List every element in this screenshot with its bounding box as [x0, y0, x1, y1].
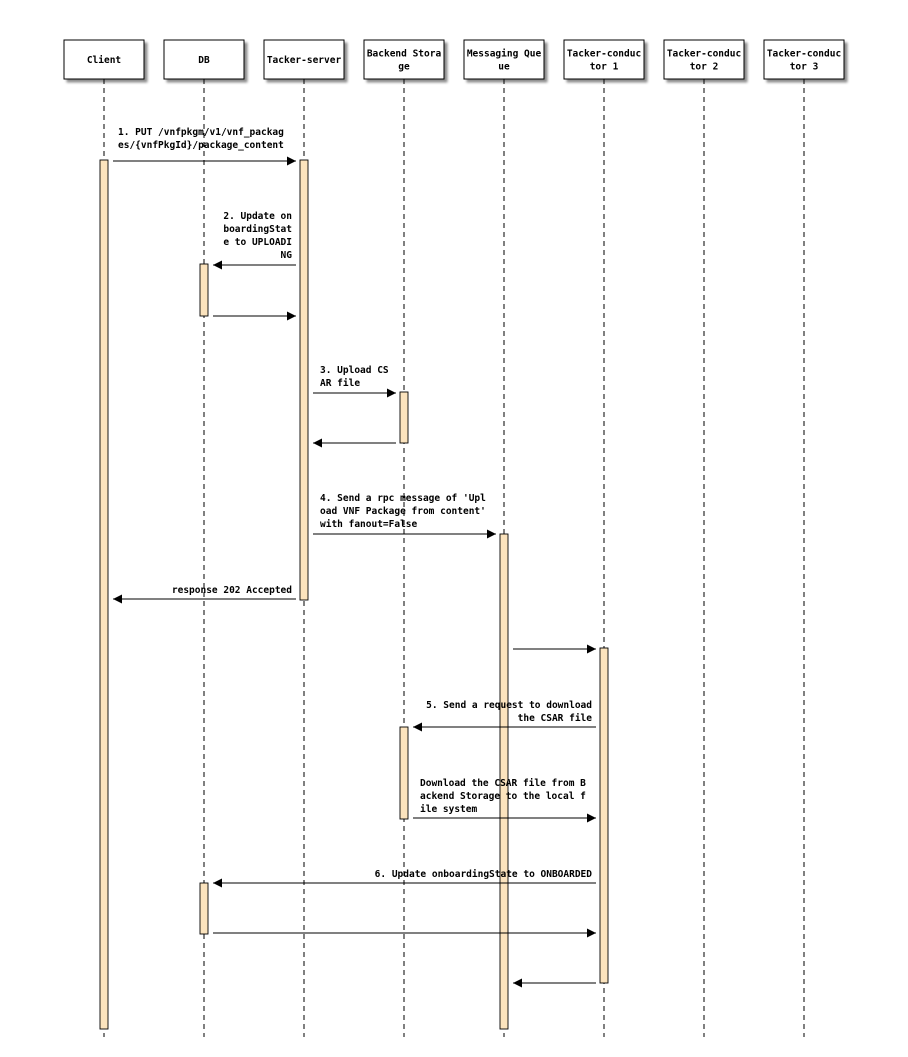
- participant-db: DB: [163, 39, 245, 80]
- message-label-line: e to UPLOADI: [223, 237, 292, 248]
- message-label-line: 1. PUT /vnfpkgm/v1/vnf_packag: [118, 127, 284, 138]
- message-label-line: oad VNF Package from content': [320, 506, 486, 517]
- message-label-line: 4. Send a rpc message of 'Upl: [320, 493, 486, 504]
- message-label-line: 6. Update onboardingState to ONBOARDED: [375, 869, 593, 880]
- activation-bar-db-3: [199, 263, 209, 317]
- message-label-line: ackend Storage to the local f: [420, 791, 586, 802]
- participant-box: [463, 39, 545, 80]
- participant-box: [363, 39, 445, 80]
- participant-client: Client: [63, 39, 145, 80]
- message-label-line: the CSAR file: [518, 713, 593, 724]
- participant-label-line: Client: [87, 55, 121, 66]
- participant-box: [263, 39, 345, 80]
- message-label-line: ile system: [420, 804, 477, 815]
- message-label-line: with fanout=False: [320, 519, 418, 530]
- activation-bar-messaging-queue-5: [499, 533, 509, 1030]
- participant-box: [63, 39, 145, 80]
- participant-box: [763, 39, 845, 80]
- message-label-line: Download the CSAR file from B: [420, 778, 586, 789]
- participants: Client DB Tacker-server Backend Stora ge Mess…: [63, 39, 845, 80]
- activation-bar-backend-storage-7: [399, 726, 409, 820]
- participant-label-line: tor 1: [590, 62, 619, 73]
- participant-label-line: ge: [398, 62, 410, 73]
- participant-label-line: Tacker-conduc: [767, 49, 841, 60]
- activation-bar-backend-storage-4: [399, 391, 409, 444]
- message-label-line: AR file: [320, 378, 360, 389]
- participant-tacker-server: Tacker-server: [263, 39, 345, 80]
- message-msg-5: 5. Send a request to download the CSAR fi…: [413, 700, 596, 732]
- activation-bar-db-8: [199, 882, 209, 935]
- participant-backend-storage: Backend Stora ge: [363, 39, 445, 80]
- message-label-line: 3. Upload CS: [320, 365, 389, 376]
- participant-tacker-conductor-3: Tacker-conduc tor 3: [763, 39, 845, 80]
- participant-tacker-conductor-1: Tacker-conduc tor 1: [563, 39, 645, 80]
- message-msg-4: 4. Send a rpc message of 'Upl oad VNF Pac…: [313, 493, 496, 539]
- participant-label-line: Tacker-server: [267, 55, 342, 66]
- participant-label-line: ue: [498, 62, 510, 73]
- message-label-line: response 202 Accepted: [172, 585, 292, 596]
- message-label-line: es/{vnfPkgId}/package_content: [118, 140, 284, 151]
- activation-bars: [99, 159, 609, 1030]
- participant-label-line: Tacker-conduc: [567, 49, 641, 60]
- participant-label-line: tor 3: [790, 62, 819, 73]
- message-label-line: 5. Send a request to download: [426, 700, 592, 711]
- activation-bar-tacker-conductor-1-6: [599, 647, 609, 984]
- participant-messaging-queue: Messaging Que ue: [463, 39, 545, 80]
- participant-label-line: DB: [198, 55, 210, 66]
- activation-bar-client-1: [99, 159, 109, 1030]
- participant-label-line: Messaging Que: [467, 49, 542, 60]
- message-msg-response: response 202 Accepted: [113, 585, 296, 604]
- message-msg-3: 3. Upload CS AR file: [313, 365, 396, 398]
- participant-label-line: Tacker-conduc: [667, 49, 741, 60]
- message-msg-2: 2. Update on boardingStat e to UPLOADI NG: [213, 211, 296, 270]
- messages: 1. PUT /vnfpkgm/v1/vnf_packag es/{vnfPkgI…: [113, 127, 596, 988]
- message-label-line: boardingStat: [223, 224, 292, 235]
- activation-bar-tacker-server-2: [299, 159, 309, 601]
- message-label-line: 2. Update on: [223, 211, 292, 222]
- participant-tacker-conductor-2: Tacker-conduc tor 2: [663, 39, 745, 80]
- participant-box: [163, 39, 245, 80]
- message-msg-6: 6. Update onboardingState to ONBOARDED: [213, 869, 596, 888]
- participant-box: [563, 39, 645, 80]
- lifelines: [103, 79, 805, 1037]
- message-msg-1: 1. PUT /vnfpkgm/v1/vnf_packag es/{vnfPkgI…: [113, 127, 296, 166]
- participant-box: [663, 39, 745, 80]
- message-msg-download: Download the CSAR file from B ackend Stor…: [413, 778, 596, 823]
- message-label-line: NG: [281, 250, 293, 261]
- participant-label-line: Backend Stora: [367, 49, 442, 60]
- participant-label-line: tor 2: [690, 62, 719, 73]
